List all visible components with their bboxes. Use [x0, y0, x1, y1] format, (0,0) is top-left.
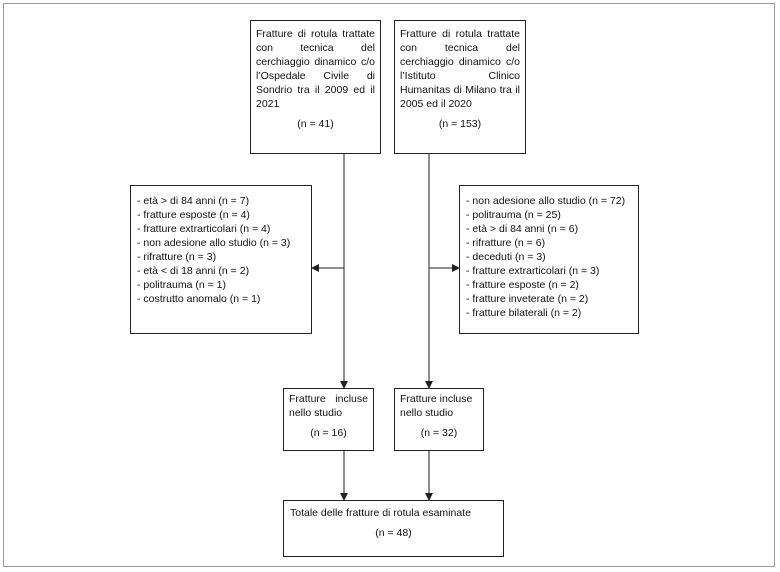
excluded-right-item: - fratture esposte (n = 2)	[466, 279, 579, 291]
included-right-text: Fratture incluse nello studio	[400, 393, 473, 419]
excluded-right-item: - fratture bilaterali (n = 2)	[466, 307, 582, 319]
excluded-right-item: - non adesione allo studio (n = 72)	[466, 195, 626, 207]
excluded-right-item: - età > di 84 anni (n = 6)	[466, 223, 579, 235]
source-box-sondrio: Fratture di rotula trattate con tecnica …	[250, 20, 381, 154]
excluded-left-item: - rifratture (n = 3)	[137, 251, 217, 263]
included-box-right: Fratture incluse nello studio (n = 32)	[394, 388, 484, 451]
source-humanitas-text: Fratture di rotula trattate con tecnica …	[400, 28, 520, 110]
excluded-right-item: - fratture extrarticolari (n = 3)	[466, 265, 600, 277]
excluded-left-item: - età < di 18 anni (n = 2)	[137, 265, 250, 277]
source-box-humanitas: Fratture di rotula trattate con tecnica …	[394, 20, 526, 154]
excluded-left-item: - costrutto anomalo (n = 1)	[137, 293, 261, 305]
excluded-right-item: - rifratture (n = 6)	[466, 237, 546, 249]
included-left-text: Fratture incluse nello studio	[289, 393, 368, 419]
excluded-right-item: - deceduti (n = 3)	[466, 251, 546, 263]
source-sondrio-text: Fratture di rotula trattate con tecnica …	[256, 28, 375, 110]
source-sondrio-count: (n = 41)	[297, 118, 334, 130]
included-left-count: (n = 16)	[310, 427, 347, 439]
figure-frame	[3, 3, 775, 567]
total-text: Totale delle fratture di rotula esaminat…	[290, 507, 471, 519]
excluded-left-item: - politrauma (n = 1)	[137, 279, 226, 291]
excluded-left-item: - fratture esposte (n = 4)	[137, 209, 250, 221]
included-box-left: Fratture incluse nello studio (n = 16)	[283, 388, 374, 451]
source-humanitas-count: (n = 153)	[438, 118, 482, 130]
excluded-left-item: - età > di 84 anni (n = 7)	[137, 195, 250, 207]
excluded-box-right: - non adesione allo studio (n = 72) - po…	[459, 185, 639, 334]
excluded-box-left: - età > di 84 anni (n = 7) - fratture es…	[130, 185, 312, 334]
total-count: (n = 48)	[375, 527, 412, 539]
excluded-left-item: - fratture extrarticolari (n = 4)	[137, 223, 271, 235]
included-right-count: (n = 32)	[420, 427, 458, 439]
total-box: Totale delle fratture di rotula esaminat…	[283, 500, 504, 557]
excluded-right-item: - fratture inveterate (n = 2)	[466, 293, 589, 305]
excluded-left-item: - non adesione allo studio (n = 3)	[137, 237, 291, 249]
excluded-right-item: - politrauma (n = 25)	[466, 209, 561, 221]
